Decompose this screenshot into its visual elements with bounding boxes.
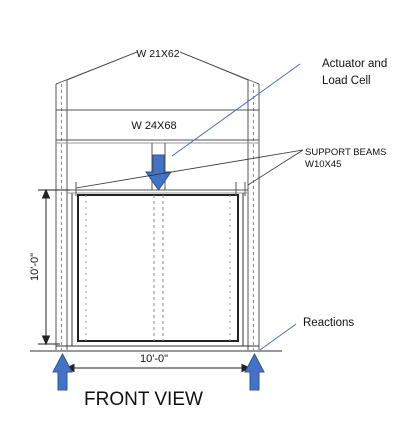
width-dimension	[64, 363, 252, 373]
support-beams-label-line1: SUPPORT BEAMS	[305, 147, 386, 158]
reactions-leader	[259, 323, 297, 351]
right-reaction-arrow-icon	[244, 352, 265, 391]
right-column	[247, 80, 260, 350]
mid-beam	[56, 109, 259, 144]
support-beams-leader	[75, 149, 304, 189]
view-title: FRONT VIEW	[84, 389, 203, 410]
support-beams	[67, 189, 248, 194]
actuator-label-line1: Actuator and	[322, 58, 387, 70]
reactions-label: Reactions	[303, 317, 354, 329]
mid-beam-label: W 24X68	[131, 120, 176, 132]
left-column	[55, 80, 68, 350]
actuator-leader	[171, 63, 301, 157]
top-beam-leaders	[55, 51, 260, 85]
height-dim-label: 10'-0"	[29, 253, 41, 281]
height-dimension	[38, 188, 70, 346]
test-frame	[66, 182, 246, 346]
top-beam-label: W 21X62	[136, 48, 179, 60]
width-dim-label: 10'-0"	[140, 353, 168, 365]
support-beams-label-line2: W10X45	[305, 159, 341, 170]
actuator-label-line2: Load Cell	[322, 75, 371, 87]
left-reaction-arrow-icon	[52, 352, 73, 391]
load-arrow-icon	[145, 154, 172, 191]
